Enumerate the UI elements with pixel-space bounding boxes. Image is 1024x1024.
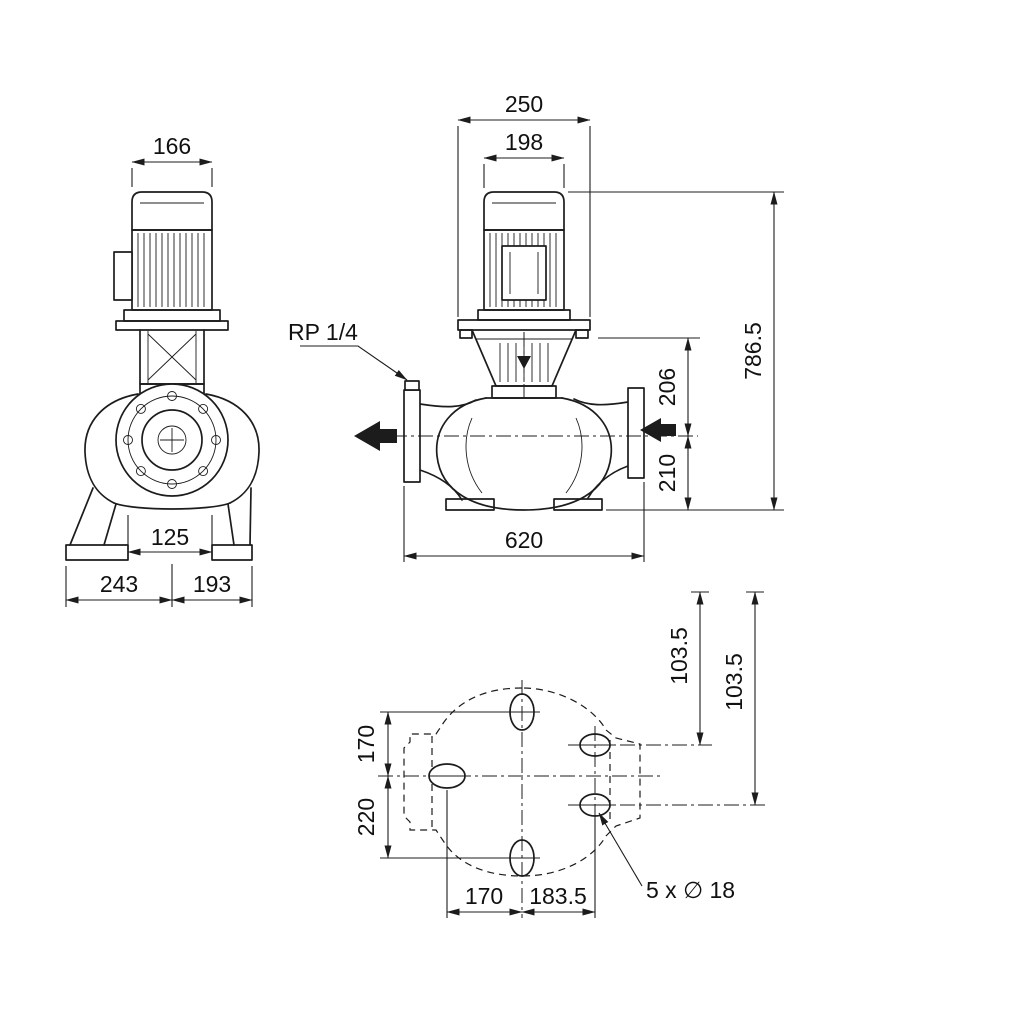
terminal-box <box>113 251 133 301</box>
label-holes: 5 x ∅ 18 <box>646 877 735 903</box>
dim-plan-horizontal: 170 183.5 <box>446 790 596 918</box>
dim-label-170-bottom: 170 <box>465 883 503 909</box>
front-view-motor <box>457 191 591 339</box>
side-view-flange-circle <box>115 383 229 497</box>
dim-label-210: 210 <box>654 454 680 492</box>
flow-in-arrow-icon <box>640 418 676 442</box>
dim-label-166: 166 <box>153 133 191 159</box>
dim-front-motor-width: 198 <box>483 129 565 188</box>
discharge-flange <box>627 387 645 479</box>
dim-label-220: 220 <box>353 798 379 836</box>
dim-front-flange-width: 250 <box>457 91 591 317</box>
dim-label-193: 193 <box>193 571 231 597</box>
label-rp14: RP 1/4 <box>288 319 358 345</box>
dim-label-206: 206 <box>654 368 680 406</box>
front-view: RP 1/4 250 198 786.5 206 210 <box>288 91 784 562</box>
dim-hole-offset-a: 103.5 <box>666 591 709 746</box>
dim-side-port-gap: 125 <box>127 515 213 558</box>
terminal-box-front <box>501 245 547 301</box>
holes-callout: 5 x ∅ 18 <box>598 812 735 903</box>
dim-plan-bottom: 220 <box>353 775 392 859</box>
dim-label-243: 243 <box>100 571 138 597</box>
dim-total-height: 786.5 <box>568 191 784 511</box>
dim-label-250: 250 <box>505 91 543 117</box>
dim-label-786-5: 786.5 <box>740 322 766 380</box>
dim-side-motor-width: 166 <box>131 133 213 187</box>
dim-label-103-5-b: 103.5 <box>721 653 747 711</box>
dim-label-183-5: 183.5 <box>529 883 587 909</box>
footprint-outline <box>403 687 641 877</box>
side-view-volute <box>65 393 260 561</box>
plug-callout: RP 1/4 <box>288 319 408 381</box>
dim-flange-to-port: 206 <box>598 337 700 437</box>
dim-label-198: 198 <box>505 129 543 155</box>
dim-hole-offset-b: 103.5 <box>721 591 764 806</box>
dim-label-103-5-a: 103.5 <box>666 627 692 685</box>
dim-label-170-left: 170 <box>353 725 379 763</box>
dim-overall-width: 620 <box>403 482 645 562</box>
dim-plan-top: 170 <box>353 711 506 859</box>
dim-port-to-base: 210 <box>654 435 692 511</box>
plug-boss <box>404 380 420 391</box>
flow-out-arrow-icon <box>354 421 397 451</box>
side-view: 166 125 243 193 <box>65 133 260 607</box>
dim-label-125: 125 <box>151 524 189 550</box>
dim-label-620: 620 <box>505 527 543 553</box>
dim-side-base: 243 193 <box>65 564 253 607</box>
plan-view: 170 220 103.5 103.5 170 183.5 5 x ∅ 18 <box>353 591 767 918</box>
side-view-motor <box>113 191 229 331</box>
front-view-casing <box>403 380 645 511</box>
